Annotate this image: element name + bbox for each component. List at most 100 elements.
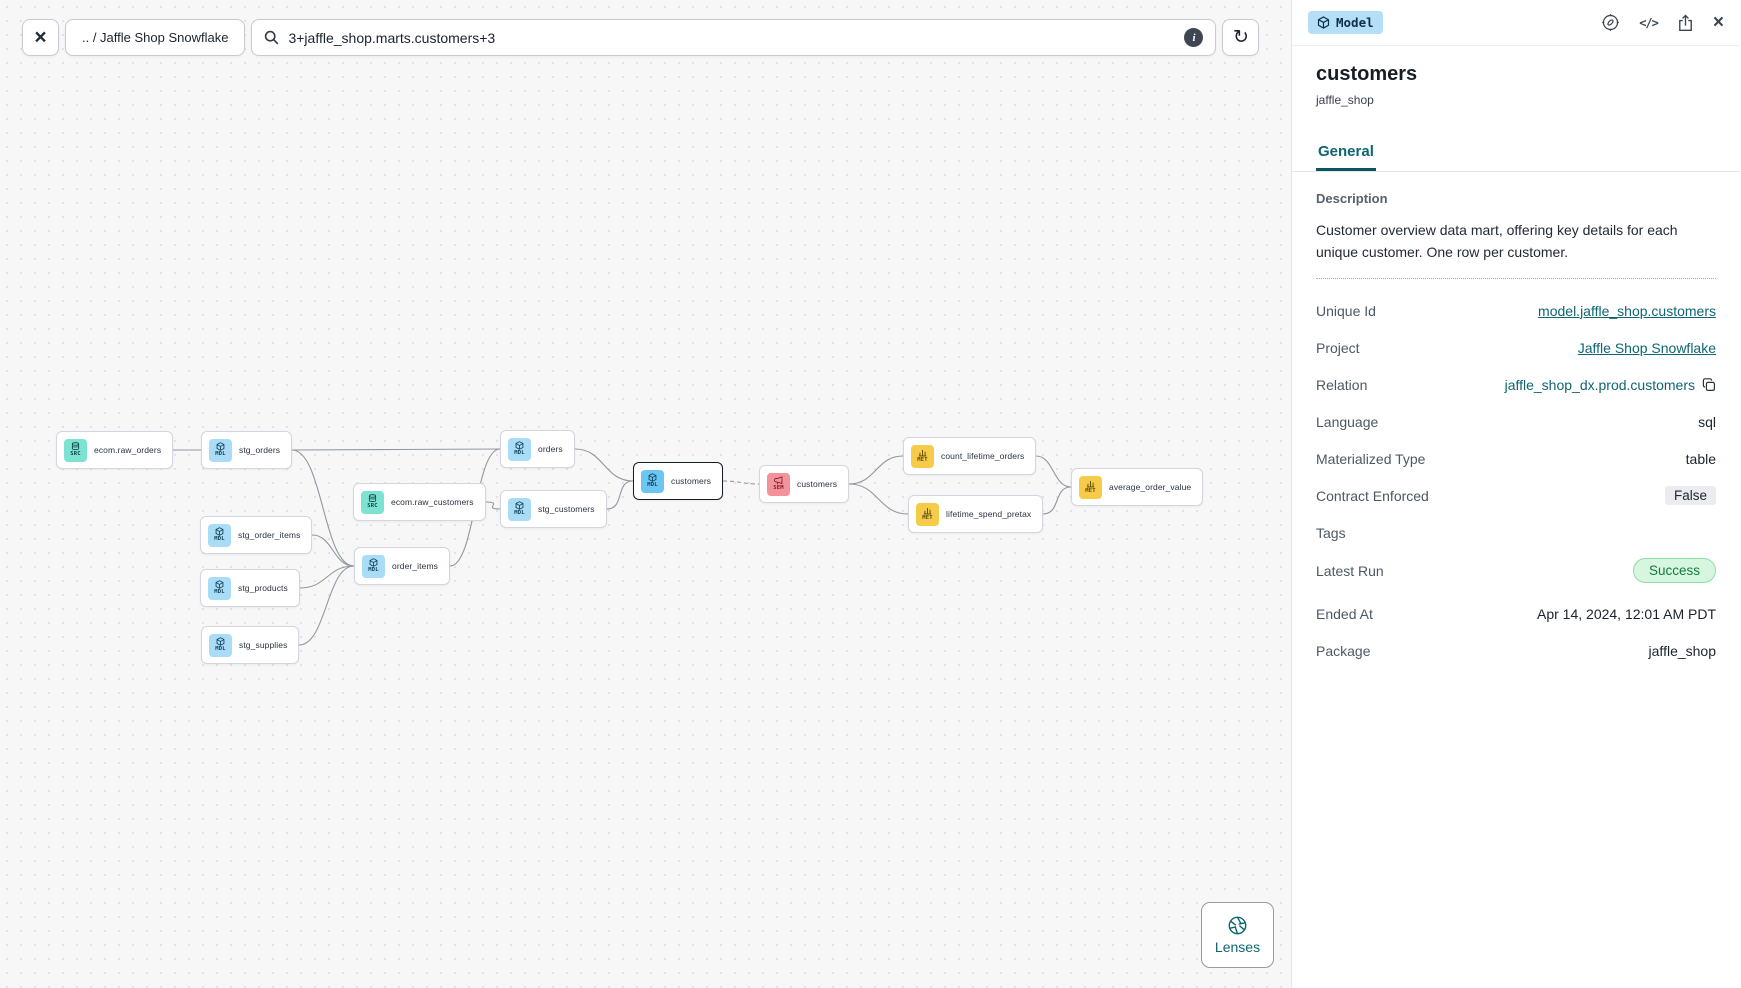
detail-link[interactable]: Jaffle Shop Snowflake	[1577, 339, 1716, 356]
detail-label: Language	[1316, 413, 1379, 430]
detail-label: Contract Enforced	[1316, 487, 1429, 504]
model-package-subtitle: jaffle_shop	[1316, 93, 1374, 107]
explore-compass-icon[interactable]	[1601, 13, 1620, 32]
detail-value: False	[1664, 486, 1716, 506]
cube-icon	[1317, 16, 1330, 29]
code-icon[interactable]: </>	[1639, 15, 1659, 30]
node-label: stg_order_items	[238, 530, 301, 540]
lineage-search[interactable]: i	[251, 19, 1217, 56]
close-lineage-button[interactable]: ×	[22, 19, 59, 56]
node-label: stg_supplies	[239, 640, 288, 650]
bar-chart-icon: MET	[911, 444, 934, 468]
bar-chart-icon: MET	[1079, 475, 1102, 499]
node-label: ecom.raw_customers	[391, 497, 474, 507]
detail-value: jaffle_shop	[1648, 642, 1716, 659]
search-icon	[264, 30, 279, 45]
contract-badge: False	[1664, 486, 1716, 506]
detail-row-unique-id: Unique Id model.jaffle_shop.customers	[1316, 299, 1716, 322]
node-label: lifetime_spend_pretax	[946, 509, 1032, 519]
resource-type-badge: Model	[1308, 11, 1383, 34]
megaphone-icon: SEM	[767, 472, 790, 496]
panel-header: Model </> ×	[1292, 0, 1740, 46]
relation-value: jaffle_shop_dx.prod.customers	[1504, 376, 1695, 393]
refresh-button[interactable]: ↻	[1222, 19, 1260, 56]
tab-general[interactable]: General	[1316, 134, 1376, 171]
detail-value: Apr 14, 2024, 12:01 AM PDT	[1537, 605, 1716, 622]
panel-title-block: customers jaffle_shop	[1292, 46, 1740, 107]
cube-icon: MDL	[508, 437, 531, 461]
description-text: Customer overview data mart, offering ke…	[1316, 222, 1678, 261]
detail-row-latest-run: Latest Run Success	[1316, 558, 1716, 584]
graph-node-stg_supplies[interactable]: MDL stg_supplies	[201, 626, 300, 664]
refresh-icon: ↻	[1233, 27, 1249, 48]
detail-label: Package	[1316, 642, 1371, 659]
detail-row-package: Package jaffle_shop	[1316, 639, 1716, 662]
detail-row-tags: Tags	[1316, 521, 1716, 544]
lineage-toolbar: × .. / Jaffle Shop Snowflake i ↻	[22, 19, 1260, 56]
lenses-aperture-icon	[1227, 915, 1248, 936]
graph-node-orders[interactable]: MDL orders	[500, 430, 575, 468]
detail-value: jaffle_shop_dx.prod.customers	[1505, 377, 1716, 393]
cube-icon: MDL	[208, 576, 231, 600]
node-label: orders	[538, 444, 563, 454]
panel-body: Description Customer overview data mart,…	[1292, 172, 1740, 695]
bar-chart-icon: MET	[916, 502, 939, 526]
node-label: customers	[797, 479, 838, 489]
node-label: ecom.raw_orders	[94, 445, 162, 455]
graph-node-lifetime_spend_pretax[interactable]: MET lifetime_spend_pretax	[908, 495, 1044, 533]
detail-row-language: Language sql	[1316, 410, 1716, 433]
detail-label: Unique Id	[1316, 302, 1376, 319]
database-icon: SRC	[64, 438, 87, 462]
graph-node-average_order_value[interactable]: MET average_order_value	[1071, 468, 1204, 506]
lenses-label: Lenses	[1214, 939, 1261, 955]
detail-value: table	[1685, 450, 1716, 467]
detail-label: Project	[1316, 339, 1360, 356]
detail-label: Materialized Type	[1316, 450, 1426, 467]
panel-header-icons: </> ×	[1601, 13, 1724, 32]
detail-row-project: Project Jaffle Shop Snowflake	[1316, 336, 1716, 359]
detail-label: Latest Run	[1316, 562, 1384, 579]
graph-node-customers[interactable]: MDL customers	[633, 462, 724, 500]
detail-value: Success	[1632, 558, 1716, 584]
info-icon[interactable]: i	[1184, 28, 1204, 47]
detail-link[interactable]: model.jaffle_shop.customers	[1538, 302, 1716, 319]
graph-node-stg_order_items[interactable]: MDL stg_order_items	[200, 516, 313, 554]
detail-row-ended-at: Ended At Apr 14, 2024, 12:01 AM PDT	[1316, 602, 1716, 625]
copy-icon[interactable]	[1702, 377, 1716, 392]
breadcrumb[interactable]: .. / Jaffle Shop Snowflake	[65, 19, 246, 56]
details-panel: Model </> × customers jaffle_shop Genera…	[1292, 0, 1740, 988]
status-badge[interactable]: Success	[1632, 558, 1716, 584]
cube-icon: MDL	[208, 523, 231, 547]
panel-close-icon[interactable]: ×	[1712, 12, 1724, 33]
search-input[interactable]	[288, 29, 1176, 46]
cube-icon: MDL	[209, 633, 232, 657]
node-label: average_order_value	[1109, 482, 1192, 492]
detail-value: sql	[1698, 413, 1716, 430]
graph-node-ecom.raw_orders[interactable]: SRC ecom.raw_orders	[56, 431, 174, 469]
detail-value: Jaffle Shop Snowflake	[1578, 340, 1716, 356]
database-icon: SRC	[361, 490, 384, 514]
share-icon[interactable]	[1677, 14, 1694, 32]
panel-tabs: General	[1292, 134, 1740, 172]
graph-node-customers_semantic[interactable]: SEM customers	[759, 465, 850, 503]
detail-label: Ended At	[1316, 605, 1373, 622]
cube-icon: MDL	[508, 497, 531, 521]
resource-type-label: Model	[1336, 15, 1374, 30]
detail-value: model.jaffle_shop.customers	[1538, 303, 1716, 319]
cube-icon: MDL	[641, 469, 664, 493]
node-label: customers	[671, 476, 712, 486]
model-name-title: customers	[1316, 63, 1418, 85]
cube-icon: MDL	[209, 438, 232, 462]
graph-node-ecom.raw_customers[interactable]: SRC ecom.raw_customers	[353, 483, 486, 521]
node-label: order_items	[392, 561, 438, 571]
lenses-button[interactable]: Lenses	[1201, 902, 1274, 968]
